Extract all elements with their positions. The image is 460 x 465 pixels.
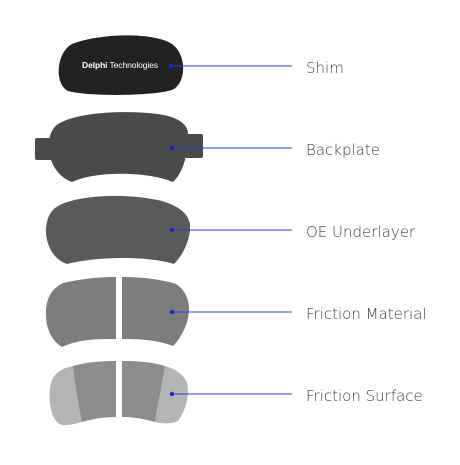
connector-dot-shim xyxy=(168,63,174,69)
friction-material-right-block xyxy=(122,277,189,346)
friction-material-left-block xyxy=(45,277,116,347)
label-shim: Shim xyxy=(306,59,344,77)
label-friction-material: Friction Material xyxy=(306,305,427,323)
backplate-right-tab xyxy=(185,134,203,158)
friction-material-layer xyxy=(45,277,189,347)
shim-shape xyxy=(58,35,184,95)
brand-name-bold: Delphi xyxy=(82,60,108,70)
friction-surface-left-outer xyxy=(49,366,82,426)
label-backplate: Backplate xyxy=(306,141,380,159)
oe-underlayer-layer xyxy=(45,195,191,264)
connector-dot-backplate xyxy=(169,145,175,151)
brand-name-regular: Technologies xyxy=(107,60,159,70)
connector-dot-oe-underlayer xyxy=(169,227,175,233)
friction-surface-left-inner xyxy=(73,361,116,422)
backplate-shape xyxy=(48,112,189,182)
backplate-layer xyxy=(35,112,203,182)
connectors xyxy=(168,63,292,397)
oe-underlayer-shape xyxy=(45,195,191,264)
connector-dot-friction-surface xyxy=(169,391,175,397)
friction-surface-layer xyxy=(49,361,188,426)
connector-dot-friction-material xyxy=(169,309,175,315)
shim-layer xyxy=(58,35,184,95)
label-oe-underlayer: OE Underlayer xyxy=(306,223,416,241)
friction-surface-right-inner xyxy=(122,361,165,422)
label-friction-surface: Friction Surface xyxy=(306,387,423,405)
shim-brand-logo-text: Delphi Technologies xyxy=(60,60,180,70)
